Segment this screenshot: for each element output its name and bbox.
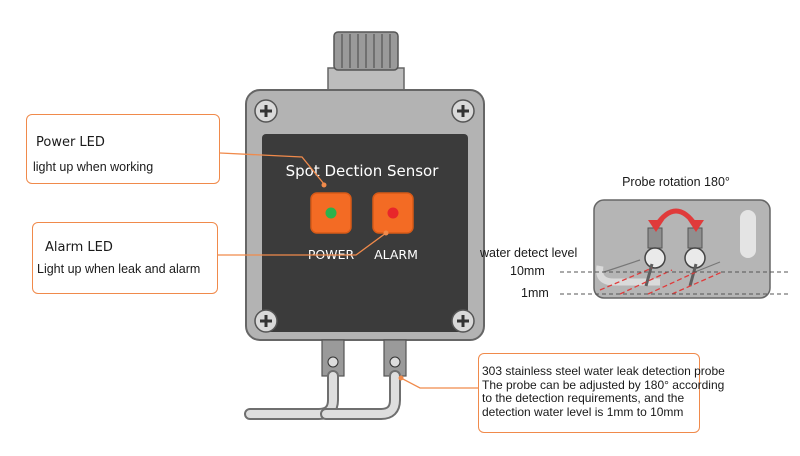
probe-note-line-2: The probe can be adjusted by 180° accord… — [482, 377, 725, 392]
probe-note-line-3: to the detection requirements, and the — [482, 391, 685, 405]
power-led-description: light up when working — [33, 160, 154, 174]
alarm-indicator — [372, 192, 414, 234]
screw-bottom-right — [451, 309, 475, 333]
cable-gland — [327, 31, 405, 91]
alarm-led-description: Light up when leak and alarm — [37, 262, 201, 276]
level-1mm-label: 1mm — [521, 286, 549, 300]
alarm-led-callout: Alarm LED Light up when leak and alarm — [32, 222, 218, 294]
screw-top-left — [254, 99, 278, 123]
alarm-led — [387, 207, 399, 219]
rotation-arrow — [648, 208, 704, 232]
probe-note-line-1: 303 stainless steel water leak detection… — [482, 364, 725, 378]
power-led-callout: Power LED light up when working — [26, 114, 220, 184]
probe-note-callout: 303 stainless steel water leak detection… — [478, 353, 725, 433]
water-detect-level-label: water detect level — [480, 246, 578, 260]
probe-left — [244, 339, 345, 420]
rotation-label: Probe rotation 180° — [622, 175, 730, 189]
device-title: Spot Dection Sensor — [286, 162, 440, 180]
screw-top-right — [451, 99, 475, 123]
power-indicator — [310, 192, 352, 234]
sensor-housing — [245, 89, 485, 341]
probe-side-view — [593, 199, 771, 299]
power-led-title: Power LED — [36, 135, 105, 150]
alarm-label: ALARM — [374, 247, 418, 262]
power-led — [325, 207, 337, 219]
alarm-led-title: Alarm LED — [45, 240, 113, 255]
probe-right — [320, 339, 407, 420]
probe-note-line-4: detection water level is 1mm to 10mm — [482, 404, 684, 419]
level-10mm-label: 10mm — [510, 264, 545, 278]
alarm-leader-line — [218, 230, 389, 256]
probe-leader-line — [398, 375, 478, 389]
screw-bottom-left — [254, 309, 278, 333]
power-leader-line — [219, 152, 327, 188]
